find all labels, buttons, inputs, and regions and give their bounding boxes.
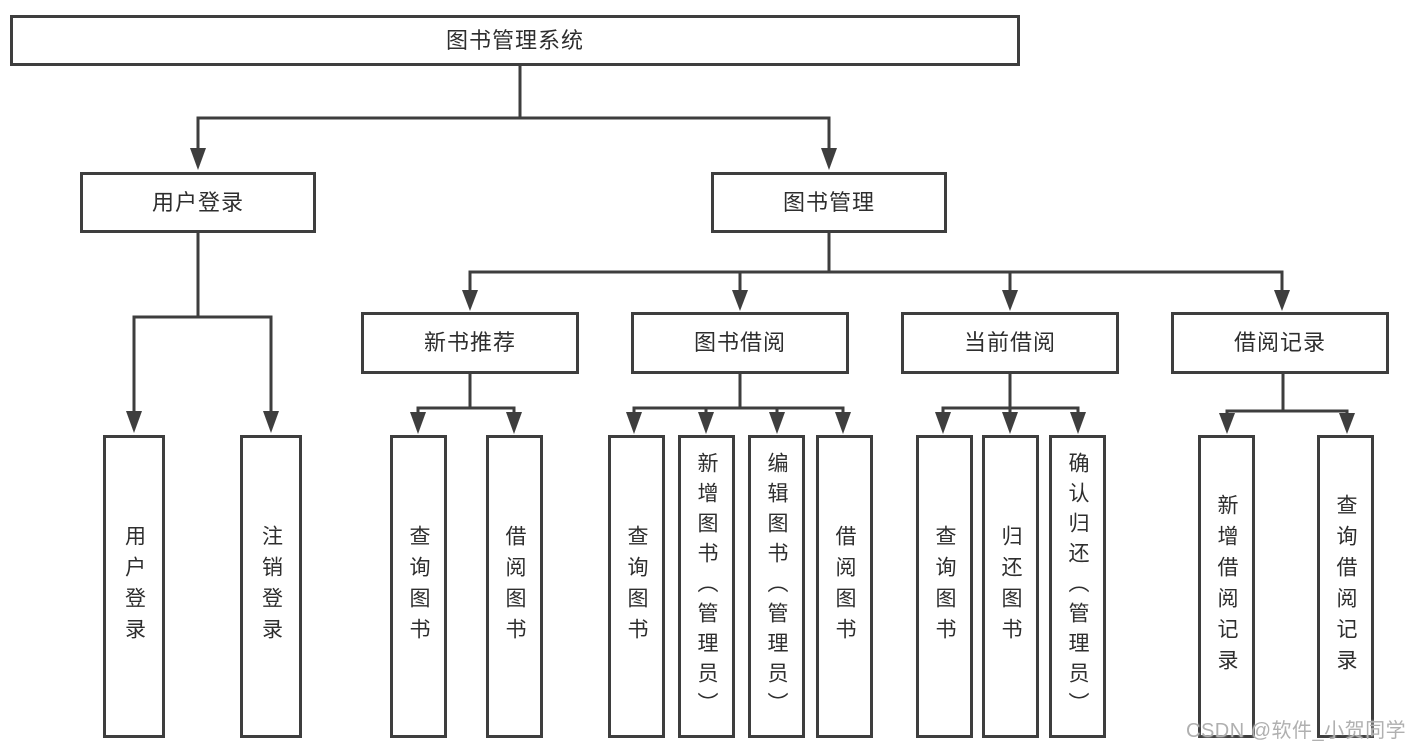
node-current-borrow-label: 当前借阅 xyxy=(963,330,1056,355)
node-add-borrow-record-label: 新增借阅记录 xyxy=(1215,493,1238,680)
node-book-borrow-label: 图书借阅 xyxy=(693,330,786,355)
node-logout-leaf-label: 注销登录 xyxy=(259,524,283,649)
node-query-borrow-record-label: 查询借阅记录 xyxy=(1334,493,1357,680)
node-edit-book-admin: 编辑图书（管理员） xyxy=(748,435,805,738)
node-user-login: 用户登录 xyxy=(80,172,316,233)
node-current-borrow: 当前借阅 xyxy=(901,312,1119,374)
node-borrow-records: 借阅记录 xyxy=(1171,312,1389,374)
node-current-query-books-label: 查询图书 xyxy=(933,524,956,649)
node-system-root-label: 图书管理系统 xyxy=(445,27,584,53)
watermark: CSDN @软件_小贺同学 xyxy=(1186,720,1405,742)
node-new-book-recommend-label: 新书推荐 xyxy=(423,330,516,355)
node-book-borrow: 图书借阅 xyxy=(631,312,849,374)
node-add-book-admin-label: 新增图书（管理员） xyxy=(695,451,718,722)
node-confirm-return-admin: 确认归还（管理员） xyxy=(1049,435,1106,738)
node-return-books: 归还图书 xyxy=(982,435,1039,738)
node-book-management-label: 图书管理 xyxy=(782,189,875,215)
node-add-book-admin: 新增图书（管理员） xyxy=(678,435,735,738)
node-return-books-label: 归还图书 xyxy=(999,524,1022,649)
node-add-borrow-record: 新增借阅记录 xyxy=(1198,435,1255,738)
node-user-login-leaf: 用户登录 xyxy=(103,435,165,738)
node-borrow-query-books: 查询图书 xyxy=(608,435,665,738)
node-recommend-query-books-label: 查询图书 xyxy=(407,524,430,649)
node-recommend-query-books: 查询图书 xyxy=(390,435,447,738)
node-query-borrow-record: 查询借阅记录 xyxy=(1317,435,1374,738)
node-borrow-records-label: 借阅记录 xyxy=(1233,330,1326,355)
node-recommend-borrow-books: 借阅图书 xyxy=(486,435,543,738)
node-edit-book-admin-label: 编辑图书（管理员） xyxy=(765,451,788,722)
node-user-login-label: 用户登录 xyxy=(151,189,244,215)
node-book-management: 图书管理 xyxy=(711,172,947,233)
node-borrow-books-leaf: 借阅图书 xyxy=(816,435,873,738)
node-borrow-query-books-label: 查询图书 xyxy=(625,524,648,649)
node-recommend-borrow-books-label: 借阅图书 xyxy=(503,524,526,649)
node-borrow-books-leaf-label: 借阅图书 xyxy=(833,524,856,649)
node-logout-leaf: 注销登录 xyxy=(240,435,302,738)
node-confirm-return-admin-label: 确认归还（管理员） xyxy=(1066,451,1089,722)
node-current-query-books: 查询图书 xyxy=(916,435,973,738)
node-user-login-leaf-label: 用户登录 xyxy=(122,524,146,649)
node-new-book-recommend: 新书推荐 xyxy=(361,312,579,374)
node-system-root: 图书管理系统 xyxy=(10,15,1020,66)
